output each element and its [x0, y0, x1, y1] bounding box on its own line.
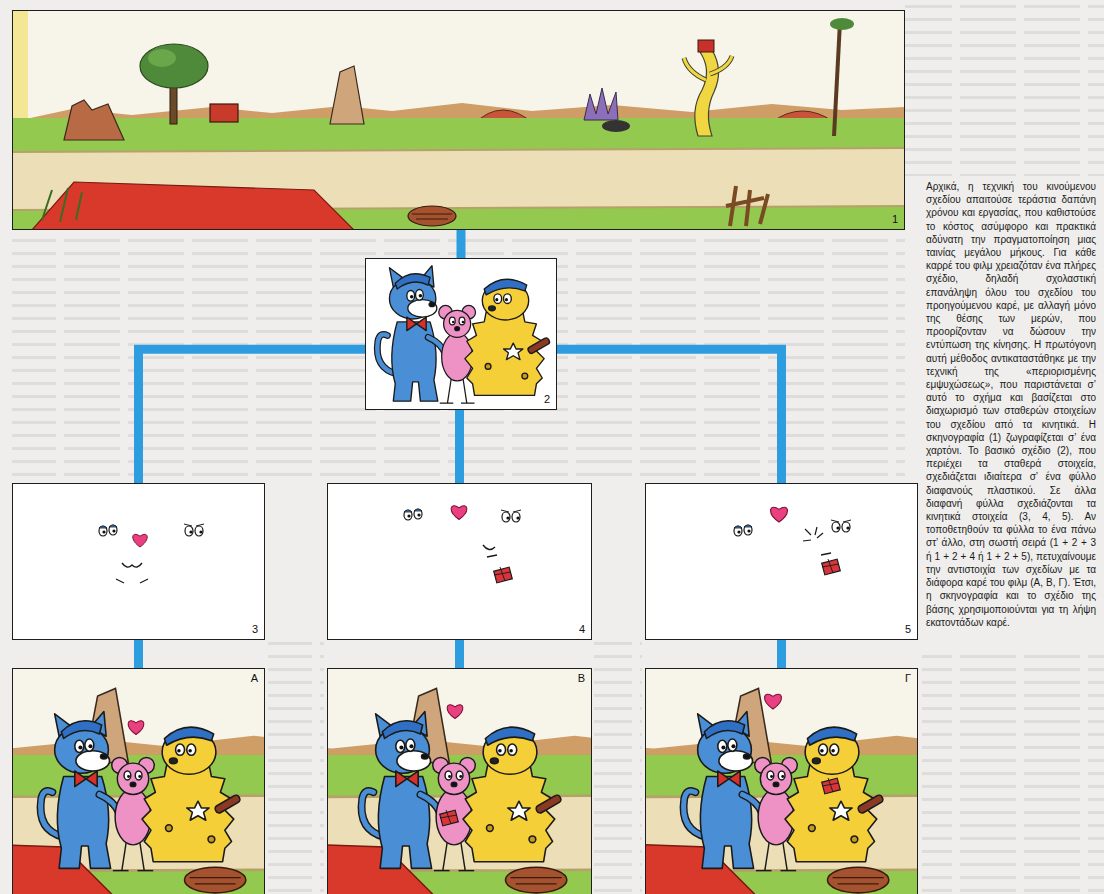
panel-number: 4 — [579, 623, 585, 636]
illustration-panel: 1 — [12, 10, 905, 230]
panel-number: 1 — [892, 213, 898, 226]
moving-parts-sheet — [12, 483, 265, 640]
illustration-panel: 3 — [12, 483, 265, 640]
layer-connector — [139, 349, 366, 483]
illustration-panel: 2 — [365, 258, 557, 410]
panel-number: Α — [251, 672, 258, 685]
panel-number: Β — [578, 672, 585, 685]
layer-connector — [457, 230, 466, 258]
panel-number: 2 — [544, 393, 550, 406]
illustration-panel: 4 — [327, 483, 592, 640]
illustration-panel: Β — [327, 668, 592, 894]
moving-parts-sheet — [645, 483, 918, 640]
layer-connector — [455, 640, 464, 668]
layer-connector — [557, 349, 782, 483]
panel-number: 5 — [905, 623, 911, 636]
figure-caption: Αρχικά, η τεχνική του κινούμενου σχεδίου… — [926, 180, 1096, 629]
illustration-panel: Γ — [645, 668, 918, 894]
layer-connector — [455, 410, 464, 483]
composite-frame — [0, 617, 1104, 894]
panel-number: 3 — [252, 623, 258, 636]
layer-connector — [134, 640, 143, 668]
layer-connector — [777, 640, 786, 668]
illustration-panel: 5 — [645, 483, 918, 640]
moving-parts-sheet — [327, 483, 592, 640]
base-drawing-sheet — [365, 258, 557, 410]
scenery-sheet — [12, 10, 905, 230]
panel-number: Γ — [905, 672, 911, 685]
composite-frame — [322, 617, 1104, 894]
illustration-panel: Α — [12, 668, 265, 894]
